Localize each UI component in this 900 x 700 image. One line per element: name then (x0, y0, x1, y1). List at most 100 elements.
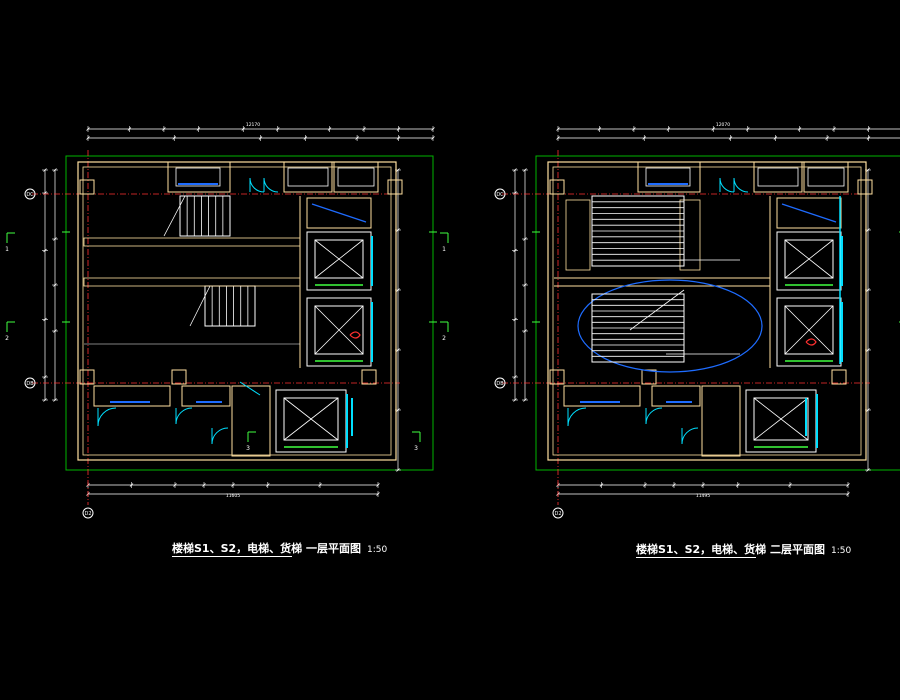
top-room-2 (283, 161, 333, 193)
door-swing (719, 177, 735, 193)
elevator-car (753, 397, 809, 441)
door-swing (211, 427, 229, 445)
top-dim-chain-2 (556, 135, 900, 141)
structural-column (387, 179, 403, 195)
top-door-2 (263, 177, 279, 193)
structural-column (79, 179, 95, 195)
outer-frame (535, 155, 900, 471)
bottom-door-1 (567, 407, 587, 427)
plan-1-caption-underline (172, 556, 292, 557)
elevator-1 (776, 231, 843, 291)
freight-elevator (275, 389, 348, 453)
axis-bubble-top: DC (494, 188, 506, 200)
elevator-cross (283, 397, 339, 441)
exterior-wall-inner (552, 166, 862, 456)
door-swing (97, 407, 117, 427)
top-room-3-fixture (337, 167, 375, 187)
outer-frame (65, 155, 434, 471)
top-room-1-fixture (645, 167, 691, 187)
structural-column (171, 369, 187, 385)
dim-total-bottom: 11605 (226, 493, 240, 499)
elevator-shaft (776, 297, 842, 367)
axis-bubble-label: DC (496, 192, 504, 198)
landing-wall-upper (83, 237, 301, 247)
elevator-car (784, 305, 834, 355)
elevator-2 (306, 297, 373, 367)
axis-bubble-label: D2 (554, 511, 561, 517)
bottom-room-2 (181, 385, 231, 407)
exterior-wall-outer (77, 161, 397, 461)
top-room-2 (753, 161, 803, 193)
stair-outline (179, 195, 231, 237)
door-swing (645, 407, 663, 425)
bottom-dim-chain-1 (556, 482, 850, 488)
freight-elevator (745, 389, 818, 453)
axis-bubble-label: D2 (84, 511, 91, 517)
top-room-2-fixture (757, 167, 799, 187)
machine-room-glazing (311, 203, 367, 223)
stair-break-line (189, 285, 211, 327)
stair-break-line (629, 289, 685, 331)
elevator-1 (306, 231, 373, 291)
bottom-room-3 (231, 385, 271, 457)
right-dim-chain (865, 168, 871, 472)
section-mark-label: 1 (5, 246, 9, 253)
plan-2-caption: 楼梯S1、S2，电梯、货梯 二层平面图 1:50 (636, 541, 851, 557)
floor-plan-2: 12070 11495 DC DB D2 (494, 122, 900, 519)
door-swing (263, 177, 279, 193)
exterior-wall-inner (82, 166, 392, 456)
structural-column (361, 369, 377, 385)
structural-column (549, 369, 565, 385)
top-dim-chain-1 (86, 126, 435, 132)
dim-total-top: 12070 (716, 122, 730, 128)
axis-bubble-top: DC (24, 188, 36, 200)
plan-2-title: 楼梯S1、S2，电梯、货梯 二层平面图 (636, 543, 825, 556)
exterior-wall-outer (547, 161, 867, 461)
axis-bubble (24, 377, 36, 389)
dim-total-bottom: 11495 (696, 493, 710, 499)
top-door-1 (719, 177, 735, 193)
elevator-shaft (306, 297, 372, 367)
bottom-dim-chain-1 (86, 482, 380, 488)
top-room-1 (167, 161, 231, 193)
stair-break-line (163, 195, 186, 237)
structural-column (641, 369, 657, 385)
structural-column (831, 369, 847, 385)
door-swing (733, 177, 749, 193)
bottom-room-1 (563, 385, 641, 407)
top-room-2-fixture (287, 167, 329, 187)
stair-side-wall-right (679, 199, 701, 271)
axis-bubble-middle: DB (24, 377, 36, 389)
door-swing (681, 427, 699, 445)
door-swing (175, 407, 193, 425)
scissor-stairs (591, 195, 685, 363)
door-swing (249, 177, 265, 193)
machine-room (776, 197, 842, 229)
landing-wall-lower (83, 277, 301, 287)
section-mark-label: 3 (414, 445, 418, 452)
plan-1-title: 楼梯S1、S2，电梯、货梯 一层平面图 (172, 542, 361, 555)
stair-flight-lower (204, 285, 256, 327)
glass-door-indicator (239, 381, 261, 396)
plan-2-caption-underline (636, 557, 756, 558)
stair-flight-upper (179, 195, 231, 237)
axis-bubble-bottom: D2 (82, 507, 94, 519)
axis-bubble (24, 188, 36, 200)
bottom-door-3 (211, 427, 229, 445)
top-door-2 (733, 177, 749, 193)
machine-room-glazing (781, 203, 837, 223)
elevator-cross (314, 239, 364, 279)
bottom-room-2 (651, 385, 701, 407)
top-dim-chain-1 (556, 126, 900, 132)
axis-bubble-middle: DB (494, 377, 506, 389)
elevator-2 (776, 297, 843, 367)
stair-side-wall-left (565, 199, 591, 271)
axis-bubble (552, 507, 564, 519)
plan-2-scale: 1:50 (830, 546, 852, 556)
elevator-car (784, 239, 834, 279)
top-room-3 (333, 161, 379, 193)
bottom-door-2 (175, 407, 193, 425)
left-dim-chain-2 (52, 168, 58, 402)
